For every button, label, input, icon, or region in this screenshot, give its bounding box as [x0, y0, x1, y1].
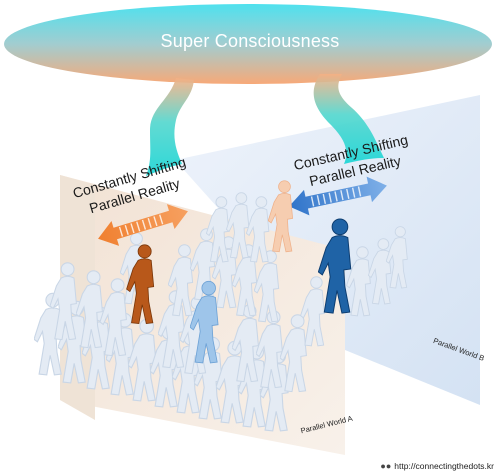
super-consciousness-oval: [4, 4, 492, 84]
stream-right: [313, 74, 384, 164]
credit-url[interactable]: http://connectingthedots.kr: [394, 461, 494, 471]
shift-arrow-left: [98, 204, 188, 246]
super-consciousness-title: Super Consciousness: [160, 31, 340, 51]
people-icon: ●●: [380, 461, 392, 471]
credit-line[interactable]: ●● http://connectingthedots.kr: [380, 461, 494, 471]
shift-arrow-right: [289, 176, 387, 216]
stream-left: [146, 78, 194, 176]
